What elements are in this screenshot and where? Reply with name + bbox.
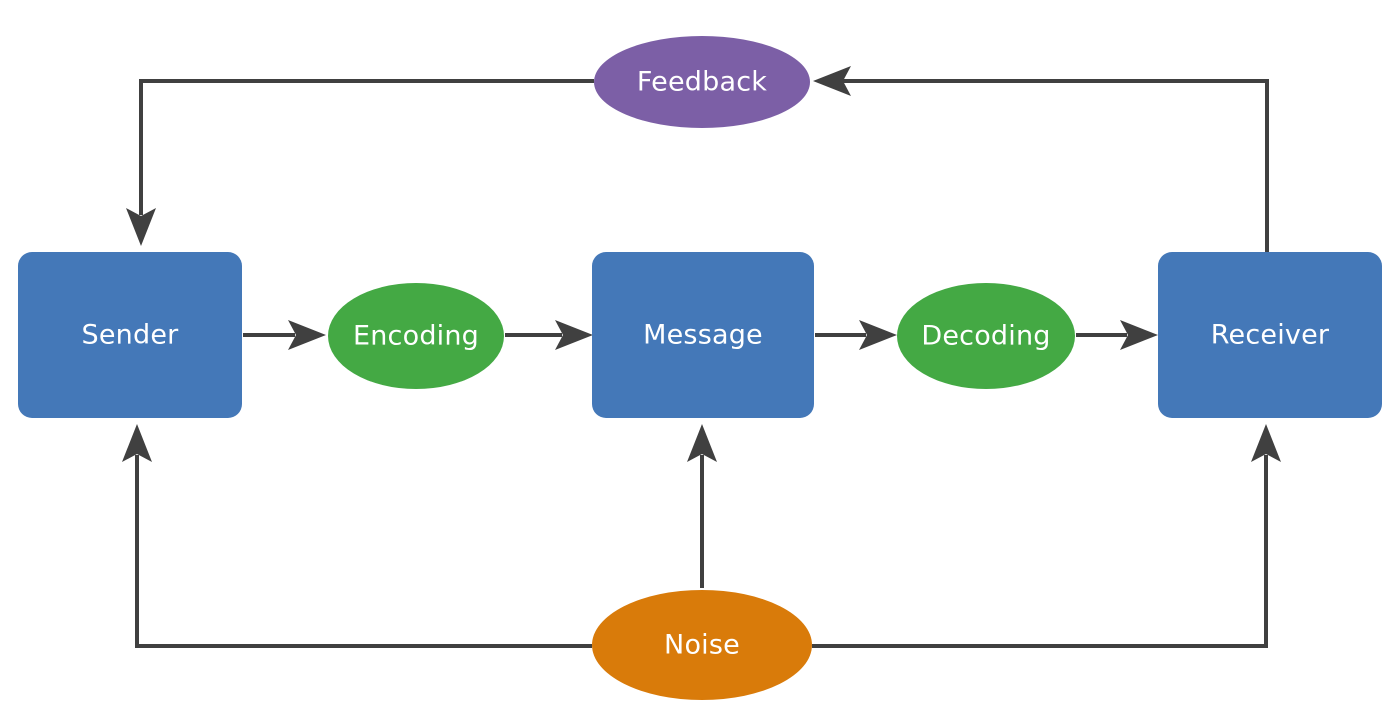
message-label: Message	[643, 320, 763, 351]
arrowhead-to-message	[555, 320, 593, 350]
edge-noise-to-sender	[122, 424, 592, 648]
node-feedback[interactable]: Feedback	[594, 36, 810, 128]
edge-noise-to-sender-line	[135, 455, 592, 648]
edge-noise-to-receiver-line	[812, 455, 1268, 648]
decoding-label: Decoding	[921, 321, 1050, 352]
edge-sender-to-encoding	[243, 320, 326, 350]
receiver-label: Receiver	[1211, 320, 1330, 351]
node-decoding[interactable]: Decoding	[897, 283, 1075, 389]
sender-label: Sender	[82, 320, 180, 351]
sender-box[interactable]	[18, 252, 242, 418]
edge-noise-to-receiver	[812, 424, 1281, 648]
node-receiver[interactable]: Receiver	[1158, 252, 1382, 418]
arrowhead-to-encoding	[288, 320, 326, 350]
edge-feedback-to-sender	[126, 79, 594, 246]
decoding-ellipse[interactable]	[897, 283, 1075, 389]
arrowhead-noise-to-receiver	[1251, 424, 1281, 462]
arrowhead-to-receiver	[1120, 320, 1158, 350]
encoding-label: Encoding	[353, 321, 479, 352]
message-box[interactable]	[592, 252, 814, 418]
edge-receiver-to-feedback-line	[843, 79, 1269, 252]
node-message[interactable]: Message	[592, 252, 814, 418]
arrowhead-to-feedback	[813, 66, 851, 96]
noise-ellipse[interactable]	[592, 590, 812, 700]
arrowhead-to-sender-top	[126, 208, 156, 246]
feedback-ellipse[interactable]	[594, 36, 810, 128]
edge-feedback-to-sender-line	[139, 79, 594, 215]
node-sender[interactable]: Sender	[18, 252, 242, 418]
receiver-box[interactable]	[1158, 252, 1382, 418]
arrowhead-to-decoding	[859, 320, 897, 350]
feedback-label: Feedback	[637, 67, 767, 98]
edge-noise-to-message	[687, 424, 717, 588]
noise-label: Noise	[664, 630, 740, 661]
edge-decoding-to-receiver	[1076, 320, 1158, 350]
arrowhead-noise-to-sender	[122, 424, 152, 462]
encoding-ellipse[interactable]	[328, 283, 504, 389]
edge-message-to-decoding	[815, 320, 897, 350]
edge-encoding-to-message	[505, 320, 593, 350]
node-encoding[interactable]: Encoding	[328, 283, 504, 389]
edge-receiver-to-feedback	[813, 66, 1269, 252]
arrowhead-noise-to-message	[687, 424, 717, 462]
node-noise[interactable]: Noise	[592, 590, 812, 700]
